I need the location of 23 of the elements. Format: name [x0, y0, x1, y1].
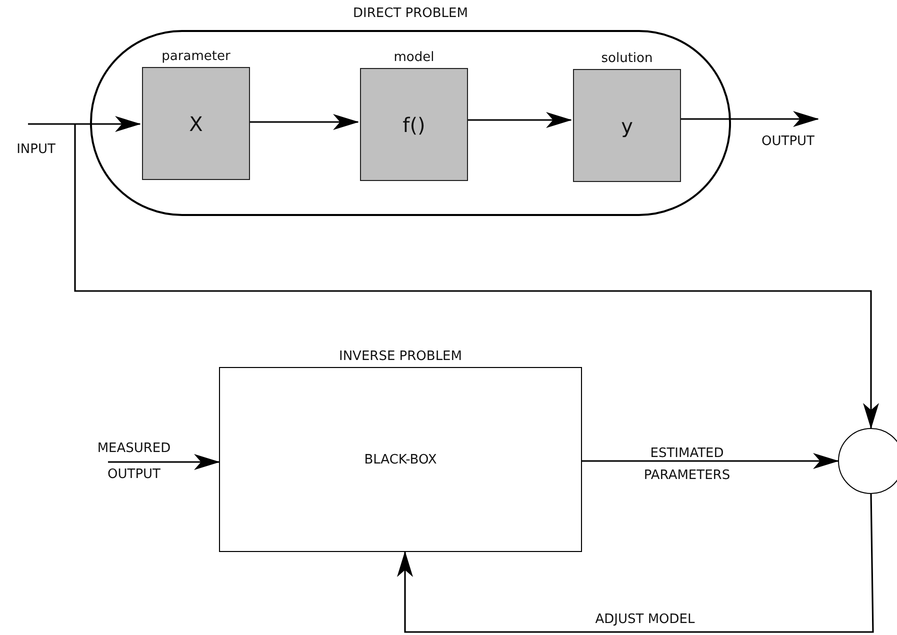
arrow	[108, 454, 220, 470]
arrow	[466, 112, 572, 128]
arrow	[28, 116, 141, 132]
edge-label: ADJUST MODEL	[594, 612, 696, 627]
box-heading: model	[392, 50, 436, 65]
box-heading: DIRECT PROBLEM	[352, 6, 469, 21]
box-text: X	[188, 112, 204, 136]
box-text: y	[620, 114, 634, 138]
arrow	[582, 453, 839, 469]
edge-label: ESTIMATED PARAMETERS	[642, 445, 732, 485]
arrow	[679, 111, 819, 127]
junction-circle	[838, 428, 897, 494]
arrow	[397, 494, 874, 633]
box-heading: INVERSE PROBLEM	[338, 349, 463, 364]
edge-label: INPUT	[16, 142, 56, 157]
arrow	[74, 124, 879, 429]
box-heading: solution	[600, 51, 654, 66]
box-text: f()	[402, 112, 426, 136]
box-heading: parameter	[160, 49, 232, 64]
arrow	[248, 114, 359, 130]
edge-label: MEASURED OUTPUT	[96, 440, 172, 484]
box-text: BLACK-BOX	[363, 452, 438, 467]
edge-label: OUTPUT	[760, 134, 816, 149]
